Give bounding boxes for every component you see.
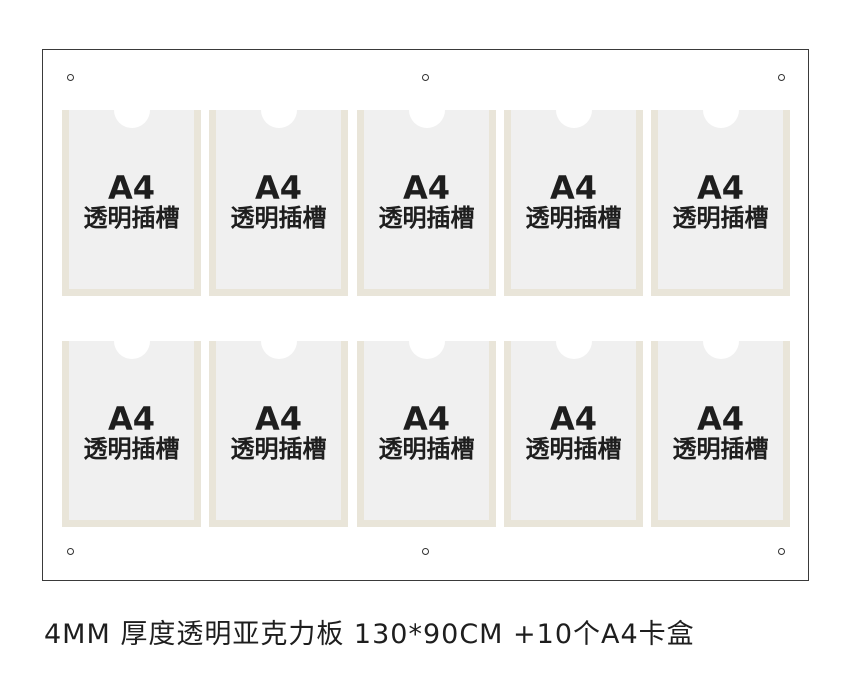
mounting-hole-bottom-left xyxy=(67,548,74,555)
pocket-size-label: A4 xyxy=(254,400,303,438)
pocket-desc-label: 透明插槽 xyxy=(83,204,180,232)
pocket-window xyxy=(511,323,636,520)
finger-notch xyxy=(408,323,445,359)
finger-notch xyxy=(702,323,739,359)
pocket-window xyxy=(658,92,783,289)
pocket-desc-label: 透明插槽 xyxy=(525,435,622,463)
a4-pocket: A4 透明插槽 xyxy=(504,92,643,296)
mounting-hole-top-center xyxy=(422,74,429,81)
a4-pocket: A4 透明插槽 xyxy=(504,323,643,527)
mounting-hole-top-right xyxy=(778,74,785,81)
pocket-desc-label: 透明插槽 xyxy=(83,435,180,463)
pocket-desc-label: 透明插槽 xyxy=(230,435,327,463)
pocket-desc-label: 透明插槽 xyxy=(672,435,769,463)
a4-pocket: A4 透明插槽 xyxy=(357,92,496,296)
finger-notch xyxy=(408,92,445,128)
mounting-hole-bottom-right xyxy=(778,548,785,555)
pocket-desc-label: 透明插槽 xyxy=(230,204,327,232)
pocket-desc-label: 透明插槽 xyxy=(525,204,622,232)
finger-notch xyxy=(555,323,592,359)
a4-pocket: A4 透明插槽 xyxy=(357,323,496,527)
pocket-size-label: A4 xyxy=(254,169,303,207)
pocket-window xyxy=(364,92,489,289)
a4-pocket: A4 透明插槽 xyxy=(62,92,201,296)
pocket-window xyxy=(216,92,341,289)
pocket-size-label: A4 xyxy=(107,169,156,207)
pocket-window xyxy=(364,323,489,520)
pocket-size-label: A4 xyxy=(107,400,156,438)
pocket-window xyxy=(658,323,783,520)
pocket-size-label: A4 xyxy=(696,169,745,207)
pocket-window xyxy=(69,92,194,289)
pocket-size-label: A4 xyxy=(549,400,598,438)
pocket-size-label: A4 xyxy=(696,400,745,438)
finger-notch xyxy=(555,92,592,128)
pocket-size-label: A4 xyxy=(402,169,451,207)
a4-pocket: A4 透明插槽 xyxy=(209,323,348,527)
pocket-size-label: A4 xyxy=(549,169,598,207)
a4-pocket: A4 透明插槽 xyxy=(651,92,790,296)
product-caption: 4MM 厚度透明亚克力板 130*90CM +10个A4卡盒 xyxy=(44,619,695,650)
pocket-window xyxy=(216,323,341,520)
pocket-desc-label: 透明插槽 xyxy=(378,204,475,232)
finger-notch xyxy=(113,323,150,359)
finger-notch xyxy=(113,92,150,128)
mounting-hole-top-left xyxy=(67,74,74,81)
a4-pocket: A4 透明插槽 xyxy=(62,323,201,527)
pocket-desc-label: 透明插槽 xyxy=(672,204,769,232)
finger-notch xyxy=(260,323,297,359)
pocket-size-label: A4 xyxy=(402,400,451,438)
a4-pocket: A4 透明插槽 xyxy=(209,92,348,296)
finger-notch xyxy=(702,92,739,128)
a4-pocket: A4 透明插槽 xyxy=(651,323,790,527)
finger-notch xyxy=(260,92,297,128)
pocket-window xyxy=(69,323,194,520)
acrylic-board: A4 透明插槽 A4 透明插槽 A4 透明插槽 A4 透明插槽 A4 透明插槽 … xyxy=(42,49,809,581)
mounting-hole-bottom-center xyxy=(422,548,429,555)
pocket-window xyxy=(511,92,636,289)
pocket-desc-label: 透明插槽 xyxy=(378,435,475,463)
